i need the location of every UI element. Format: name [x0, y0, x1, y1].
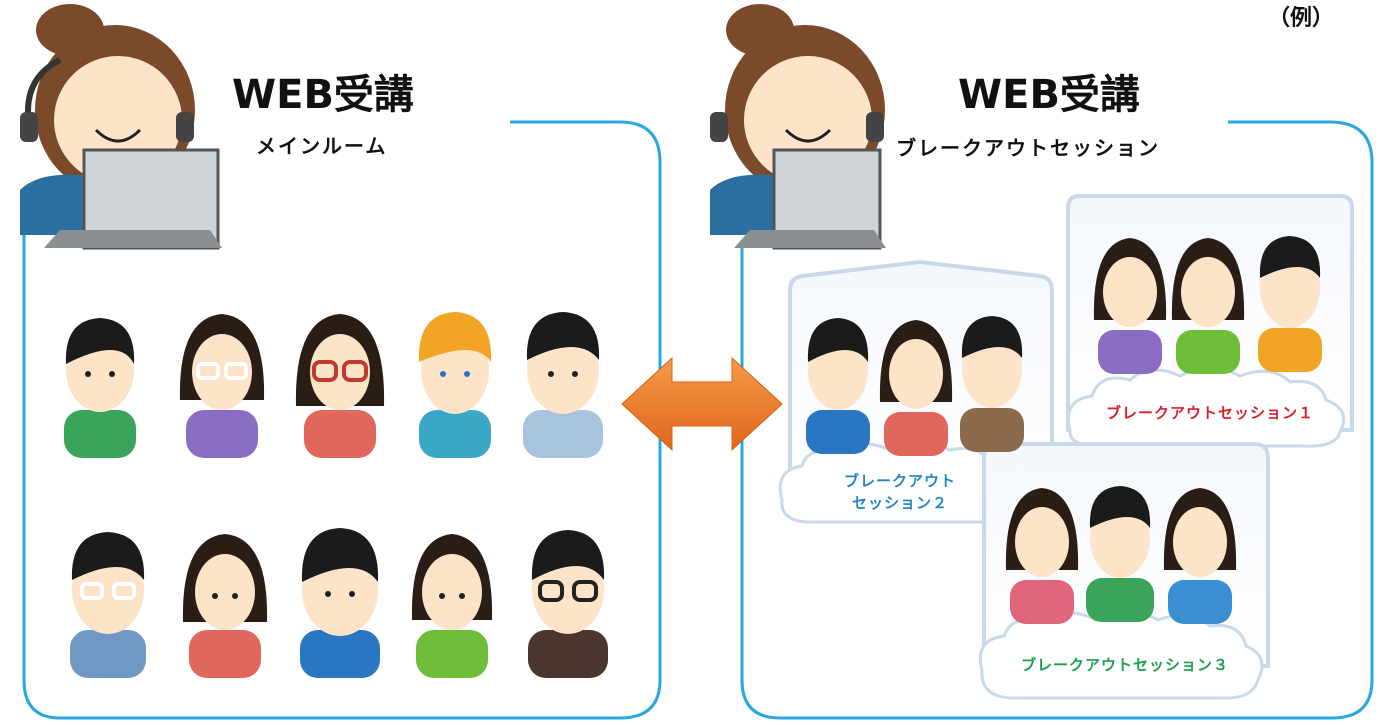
breakout-room-subtitle: ブレークアウトセッション: [890, 132, 1166, 161]
person-icon: [295, 314, 385, 458]
person-icon: [879, 320, 953, 456]
person-icon: [70, 532, 146, 678]
person-icon: [528, 530, 608, 678]
main-room-frame: [22, 120, 662, 720]
person-icon: [64, 318, 136, 458]
person-icon: [179, 314, 265, 458]
person-icon: [1093, 238, 1167, 374]
person-icon: [960, 316, 1024, 452]
breakout-room-title: WEB受講: [958, 72, 1140, 118]
person-icon: [1163, 488, 1237, 624]
double-arrow-icon: [621, 356, 783, 452]
person-icon: [182, 534, 268, 678]
person-icon: [411, 534, 493, 678]
breakout-room-frame: [740, 120, 1374, 720]
person-icon: [523, 312, 603, 458]
person-icon: [806, 318, 870, 454]
person-icon: [1258, 236, 1322, 372]
person-icon: [1086, 486, 1154, 622]
session2-label-line1: ブレークアウト: [843, 472, 956, 490]
person-icon: [300, 528, 380, 678]
operator-with-headset-icon: [20, 4, 222, 250]
session3-label: ブレークアウトセッション３: [1020, 656, 1229, 674]
example-label: （例）: [1268, 6, 1335, 31]
person-icon: [1005, 488, 1079, 624]
person-icon: [1171, 238, 1245, 374]
session1-cloud-icon: [1066, 366, 1346, 448]
session2-label: ブレークアウト セッション２: [800, 470, 1000, 514]
session1-label: ブレークアウトセッション１: [1105, 404, 1314, 422]
person-icon: [418, 312, 492, 458]
main-room-title: WEB受講: [232, 72, 414, 118]
main-room-subtitle: メインルーム: [256, 134, 388, 158]
session2-label-line2: セッション２: [851, 494, 948, 512]
operator-with-headset-icon: [710, 4, 886, 250]
